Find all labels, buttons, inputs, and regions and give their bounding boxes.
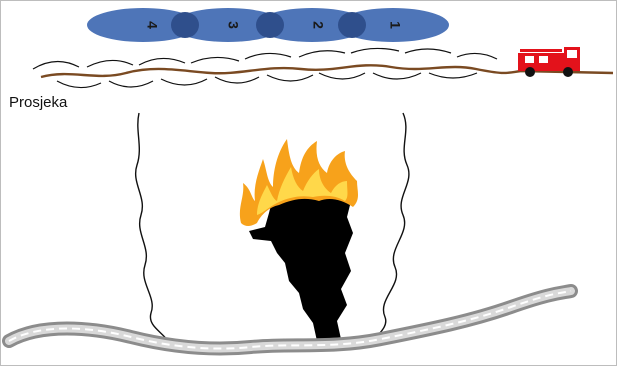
truck-window: [539, 56, 548, 63]
zone-overlap: [256, 12, 284, 38]
spray-arc: [457, 53, 497, 59]
burned-area: [249, 191, 353, 341]
spray-arc: [215, 77, 259, 83]
zone-3-label: 3: [225, 21, 241, 29]
spray-arc: [33, 61, 79, 69]
spray-arc: [351, 48, 399, 53]
spray-arc: [373, 73, 421, 79]
truck-ladder: [520, 49, 562, 52]
truck-wheel: [563, 67, 573, 77]
road-surface: [9, 291, 571, 349]
zone-1-label: 1: [387, 21, 403, 29]
truck-wheel: [525, 67, 535, 77]
spray-arc: [161, 79, 207, 85]
firebreak-right-boundary: [373, 113, 409, 341]
spray-arc: [139, 58, 185, 65]
zone-group: 4 3 2 1: [87, 8, 449, 42]
zone-overlap: [171, 12, 199, 38]
spray-arc: [319, 73, 365, 79]
spray-arc: [109, 81, 153, 87]
spray-arc: [267, 75, 313, 81]
zone-2-label: 2: [310, 21, 326, 29]
spray-arc: [87, 60, 133, 67]
spray-arc: [299, 51, 345, 57]
spray-arc: [245, 53, 291, 59]
zone-overlap: [338, 12, 366, 38]
zone-4-label: 4: [144, 21, 160, 29]
truck-window: [567, 50, 577, 58]
spray-arc: [57, 81, 101, 88]
truck-window: [525, 56, 534, 63]
road: [9, 291, 571, 349]
spray-arc: [191, 57, 239, 63]
spray-arc: [429, 73, 477, 78]
spray-arc: [405, 49, 451, 53]
firebreak-label: Prosjeka: [9, 94, 67, 111]
firebreak-left-boundary: [136, 113, 169, 343]
